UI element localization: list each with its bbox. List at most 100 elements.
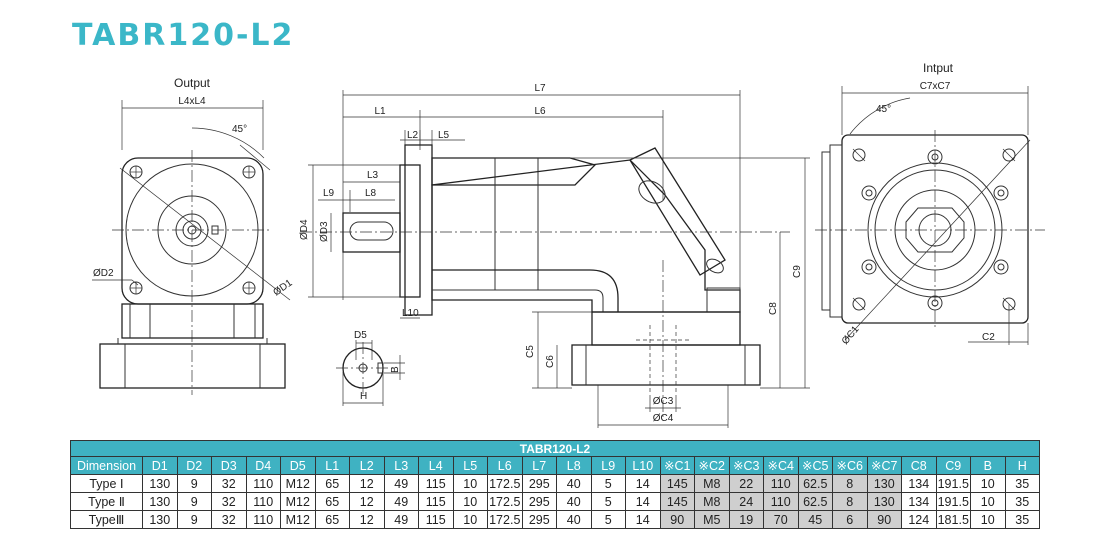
gearbox-upper-body xyxy=(431,157,597,186)
table-cell: 12 xyxy=(349,510,385,529)
table-cell: 130 xyxy=(866,474,902,493)
table-cell: 5 xyxy=(590,474,626,493)
table-cell: 191.5 xyxy=(935,492,971,511)
table-cell: 90 xyxy=(866,510,902,529)
table-cell: 115 xyxy=(418,492,454,511)
table-header: L8 xyxy=(556,456,592,475)
table-caption: TABR120-L2 xyxy=(70,440,1040,457)
table-cell: 172.5 xyxy=(487,474,523,493)
side-base-plate xyxy=(571,344,761,386)
table-header: D1 xyxy=(142,456,178,475)
table-cell: 49 xyxy=(383,510,419,529)
table-cell: 40 xyxy=(556,510,592,529)
dim-d5: D5 xyxy=(354,330,367,341)
table-cell: 172.5 xyxy=(487,492,523,511)
table-cell: 134 xyxy=(901,474,937,493)
table-cell: 35 xyxy=(1004,492,1040,511)
table-cell: 130 xyxy=(142,474,178,493)
table-cell: M5 xyxy=(694,510,730,529)
dim-b: B xyxy=(390,366,401,373)
table-cell: 62.5 xyxy=(797,474,833,493)
table-header: L6 xyxy=(487,456,523,475)
table-cell: 5 xyxy=(590,492,626,511)
dim-c4: ØC4 xyxy=(653,413,674,424)
table-cell: 295 xyxy=(521,510,557,529)
table-cell: 49 xyxy=(383,492,419,511)
table-cell: 10 xyxy=(970,474,1006,493)
table-header: L9 xyxy=(590,456,626,475)
table-cell: 110 xyxy=(245,510,281,529)
dim-l8: L8 xyxy=(365,188,377,199)
table-cell: TypeⅢ xyxy=(70,510,143,529)
table-header: ※C7 xyxy=(866,456,902,475)
output-housing xyxy=(121,303,264,339)
table-cell: 19 xyxy=(728,510,764,529)
table-cell: 110 xyxy=(763,474,799,493)
table-cell: 70 xyxy=(763,510,799,529)
table-cell: 32 xyxy=(211,492,247,511)
table-cell: 115 xyxy=(418,510,454,529)
dim-c3: ØC3 xyxy=(653,396,674,407)
dim-c7xc7: C7xC7 xyxy=(920,81,951,92)
table-cell: 14 xyxy=(625,474,661,493)
output-flange xyxy=(121,157,264,305)
table-cell: 10 xyxy=(970,510,1006,529)
table-cell: 295 xyxy=(521,492,557,511)
table-cell: 9 xyxy=(176,492,212,511)
table-header: ※C3 xyxy=(728,456,764,475)
table-header: ※C1 xyxy=(659,456,695,475)
input-housing xyxy=(629,147,726,276)
table-cell: M8 xyxy=(694,492,730,511)
table-cell: 124 xyxy=(901,510,937,529)
gearbox-housing xyxy=(431,159,741,313)
table-header: ※C5 xyxy=(797,456,833,475)
output-shaft xyxy=(342,212,401,253)
table-header: ※C2 xyxy=(694,456,730,475)
dim-l2: L2 xyxy=(407,130,419,141)
shaft-key xyxy=(349,221,394,241)
table-header: C9 xyxy=(935,456,971,475)
table-cell: 24 xyxy=(728,492,764,511)
table-cell: 12 xyxy=(349,474,385,493)
table-cell: M12 xyxy=(280,474,316,493)
table-header: L1 xyxy=(314,456,350,475)
table-cell: 65 xyxy=(314,492,350,511)
table-cell: 191.5 xyxy=(935,474,971,493)
table-cell: M12 xyxy=(280,510,316,529)
table-header: D5 xyxy=(280,456,316,475)
table-cell: 14 xyxy=(625,510,661,529)
table-cell: 5 xyxy=(590,510,626,529)
table-cell: 145 xyxy=(659,474,695,493)
table-cell: 110 xyxy=(245,492,281,511)
dim-d2: ØD2 xyxy=(93,268,114,279)
dim-l9: L9 xyxy=(323,188,335,199)
dim-l4xl4: L4xL4 xyxy=(178,96,206,107)
table-cell: M8 xyxy=(694,474,730,493)
table-cell: 12 xyxy=(349,492,385,511)
table-cell: 49 xyxy=(383,474,419,493)
table-cell: 295 xyxy=(521,474,557,493)
table-header: Dimension xyxy=(70,456,143,475)
table-cell: 8 xyxy=(832,474,868,493)
table-cell: Type Ⅰ xyxy=(70,474,143,493)
table-cell: 32 xyxy=(211,474,247,493)
table-header: H xyxy=(1004,456,1040,475)
table-cell: 10 xyxy=(452,510,488,529)
table-header: ※C4 xyxy=(763,456,799,475)
table-cell: 130 xyxy=(142,492,178,511)
page-title: TABR120-L2 xyxy=(72,18,295,53)
dim-d1: ØD1 xyxy=(271,277,295,298)
table-header: L4 xyxy=(418,456,454,475)
table-cell: Type Ⅱ xyxy=(70,492,143,511)
table-cell: 6 xyxy=(832,510,868,529)
table-cell: 62.5 xyxy=(797,492,833,511)
output-label: Output xyxy=(174,76,211,90)
table-header: L10 xyxy=(625,456,661,475)
table-header: D2 xyxy=(176,456,212,475)
table-cell: 10 xyxy=(452,492,488,511)
table-cell: 130 xyxy=(142,510,178,529)
table-header: D3 xyxy=(211,456,247,475)
table-cell: 134 xyxy=(901,492,937,511)
